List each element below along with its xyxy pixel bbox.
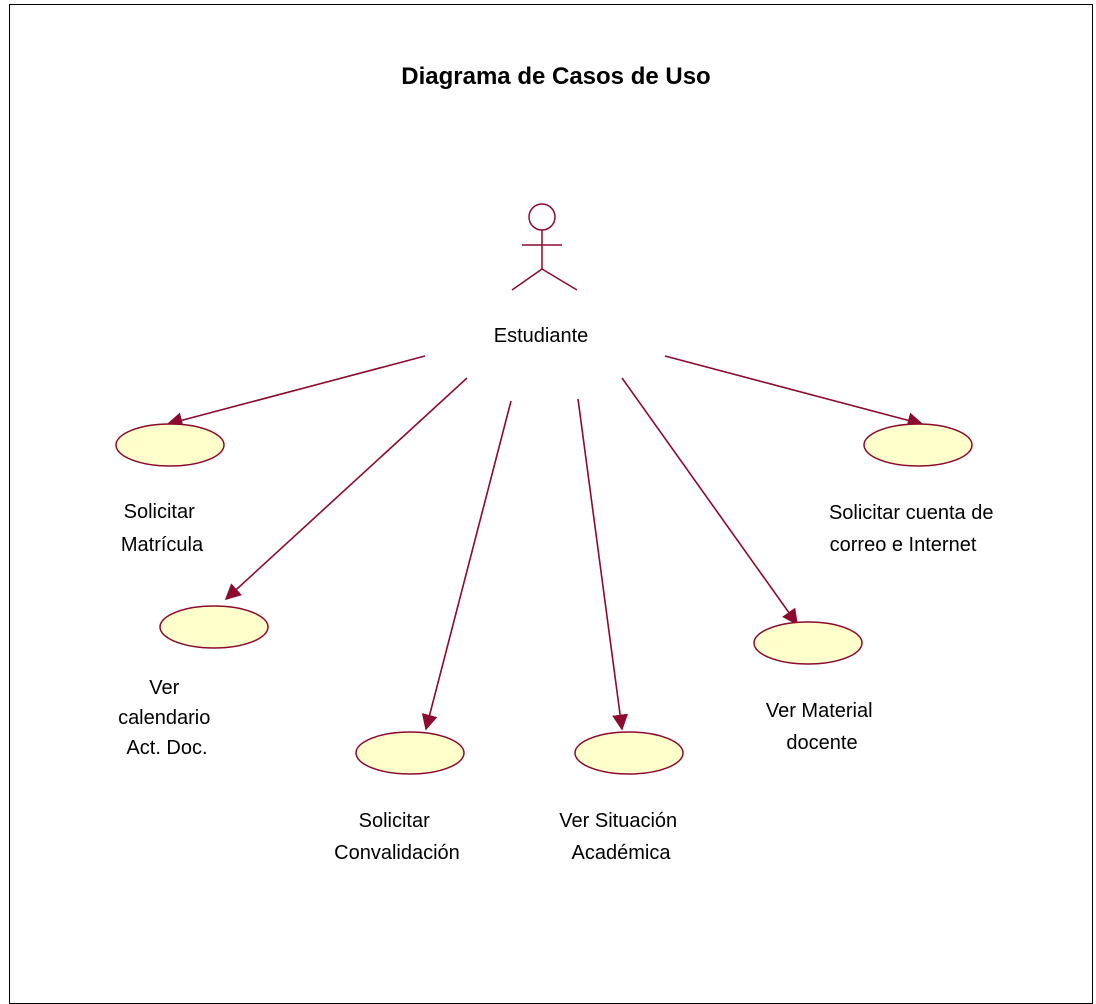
- association-ver-calendario: [224, 377, 468, 601]
- use-case-label: correo e Internet: [830, 534, 977, 556]
- use-case-solicitar-matricula[interactable]: Solicitar Matrícula: [115, 423, 225, 556]
- use-case-ver-situacion-academica[interactable]: Ver Situación Académica: [559, 731, 684, 864]
- association-ver-material: [621, 377, 798, 626]
- actor-label: Estudiante: [494, 325, 589, 347]
- use-case-label: Ver: [149, 677, 179, 699]
- associations: [166, 355, 924, 731]
- use-case-label: calendario: [118, 707, 210, 729]
- use-case-ellipse: [159, 605, 269, 649]
- svg-text:Ver Situación Académica: Ver Situación Académica: [559, 810, 682, 864]
- association-ver-situacion: [577, 398, 629, 731]
- use-case-label: Solicitar cuenta de: [829, 502, 994, 524]
- use-case-label: Ver Material: [766, 700, 873, 722]
- use-case-label: docente: [786, 732, 857, 754]
- use-case-solicitar-cuenta-correo[interactable]: Solicitar cuenta de correo e Internet: [829, 423, 999, 556]
- actor-icon: [511, 203, 578, 291]
- svg-text:Solicitar Convalidación: Solicitar Convalidación: [334, 810, 460, 864]
- use-case-ver-material-docente[interactable]: Ver Material docente: [753, 621, 878, 754]
- use-case-label: Matrícula: [121, 534, 204, 556]
- use-case-ellipse: [574, 731, 684, 775]
- use-case-label: Ver Situación: [559, 810, 677, 832]
- use-case-diagram: Diagrama de Casos de Uso Estudiante Soli…: [115, 63, 999, 864]
- use-case-solicitar-convalidacion[interactable]: Solicitar Convalidación: [334, 731, 465, 864]
- association-solicitar-matricula: [166, 355, 426, 429]
- use-case-label: Convalidación: [334, 842, 460, 864]
- svg-text:Ver Material docente: Ver Material docente: [766, 700, 878, 754]
- use-case-ellipse: [115, 423, 225, 467]
- use-case-ver-calendario[interactable]: Ver calendario Act. Doc.: [118, 605, 269, 759]
- diagram-title: Diagrama de Casos de Uso: [401, 63, 710, 90]
- svg-text:Solicitar Matrícula: Solicitar Matrícula: [121, 501, 204, 556]
- use-case-label: Act. Doc.: [126, 737, 207, 759]
- use-case-label: Solicitar: [359, 810, 430, 832]
- association-solicitar-cuenta: [664, 355, 924, 429]
- svg-text:Ver calendario Act: Ver calendario Act. Doc.: [118, 677, 216, 759]
- svg-text:Solicitar cuenta de corr: Solicitar cuenta de correo e Internet: [829, 502, 999, 556]
- association-solicitar-convalidacion: [421, 400, 512, 731]
- use-case-ellipse: [753, 621, 863, 665]
- use-case-ellipse: [863, 423, 973, 467]
- use-case-label: Solicitar: [124, 501, 195, 523]
- diagram-frame: [9, 4, 1093, 1004]
- use-case-ellipse: [355, 731, 465, 775]
- use-case-label: Académica: [572, 842, 672, 864]
